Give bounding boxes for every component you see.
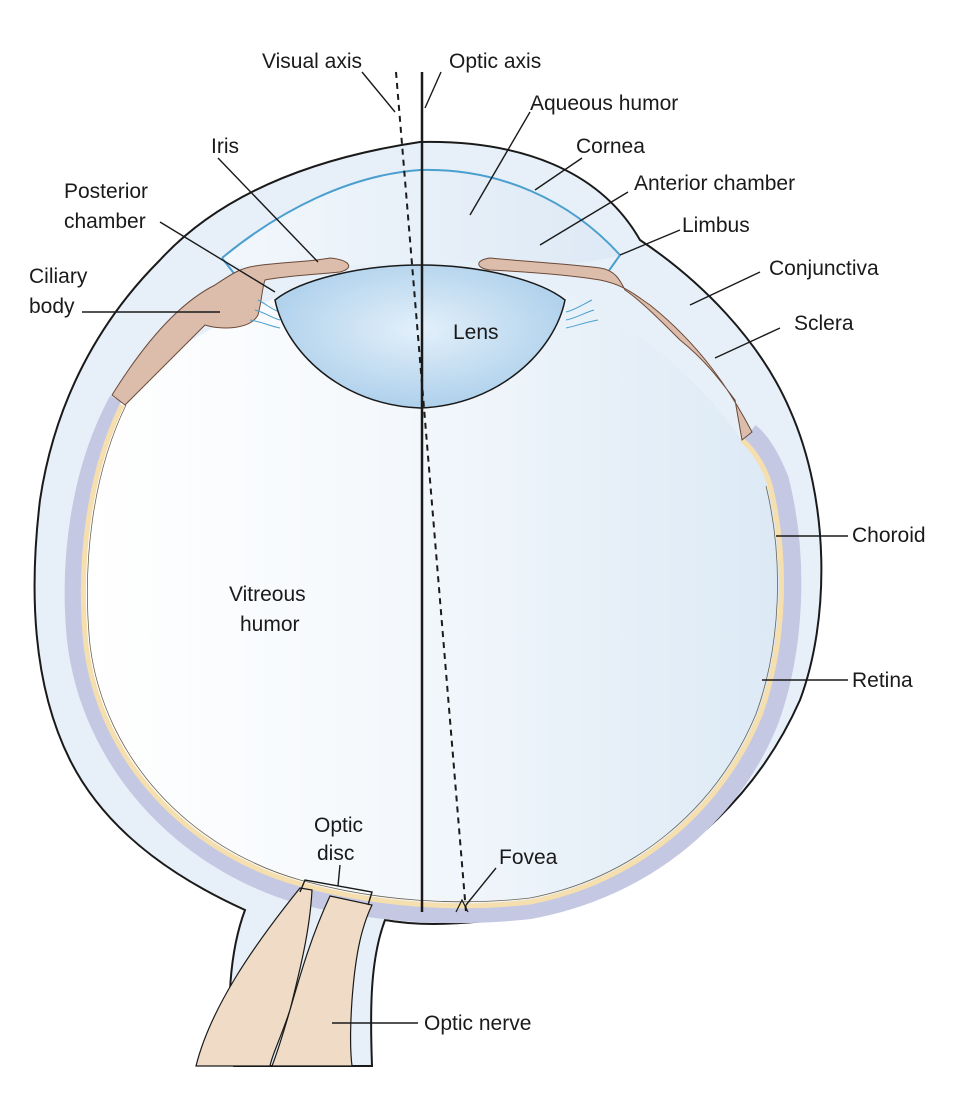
label-vitreous-humor-line2: humor [240,613,300,636]
retina-outline [87,404,778,903]
leader-optic-axis [424,71,442,109]
leader-conjunctiva [689,271,761,306]
label-optic-disc-line1: Optic [314,814,363,837]
label-anterior-chamber: Anterior chamber [634,172,795,195]
leader-optic-disc [337,864,341,887]
leader-cornea [534,157,583,191]
cornea-inner-line [221,168,621,259]
limbus-line-right [607,254,621,273]
visual-axis-line [395,71,467,913]
label-choroid: Choroid [852,524,926,547]
leader-aqueous-humor [469,111,531,216]
choroid [64,395,802,924]
retina [80,403,784,909]
zonule-fibers-right [565,299,599,329]
lens [274,264,566,409]
label-optic-nerve: Optic nerve [424,1012,531,1035]
label-fovea: Fovea [499,846,558,869]
label-ciliary-body-line1: Ciliary [29,265,88,288]
leader-anterior-chamber [539,191,629,246]
label-posterior-chamber-line2: chamber [64,210,146,233]
label-posterior-chamber-line1: Posterior [64,180,148,203]
label-optic-axis: Optic axis [449,50,541,73]
label-optic-disc-line2: disc [317,842,354,865]
leader-fovea [465,867,497,906]
label-conjunctiva: Conjunctiva [769,257,879,280]
leader-iris [217,157,319,263]
label-lens: Lens [453,321,499,344]
label-ciliary-body-line2: body [29,295,75,318]
label-iris: Iris [211,135,239,158]
label-sclera: Sclera [794,312,854,335]
label-vitreous-humor-line1: Vitreous [229,583,306,606]
label-limbus: Limbus [682,214,750,237]
leader-sclera [714,327,781,359]
optic-nerve-left-bundle [195,887,313,1067]
fovea-notch [455,898,469,913]
ciliary-body-left [111,257,350,406]
label-aqueous-humor: Aqueous humor [530,92,678,115]
leader-posterior-chamber [159,221,276,293]
label-retina: Retina [852,669,913,692]
leader-limbus [619,229,681,256]
ciliary-body-right [478,257,753,441]
leader-visual-axis [361,71,396,113]
label-visual-axis: Visual axis [262,50,362,73]
vitreous-body [83,267,782,906]
label-cornea: Cornea [576,135,645,158]
